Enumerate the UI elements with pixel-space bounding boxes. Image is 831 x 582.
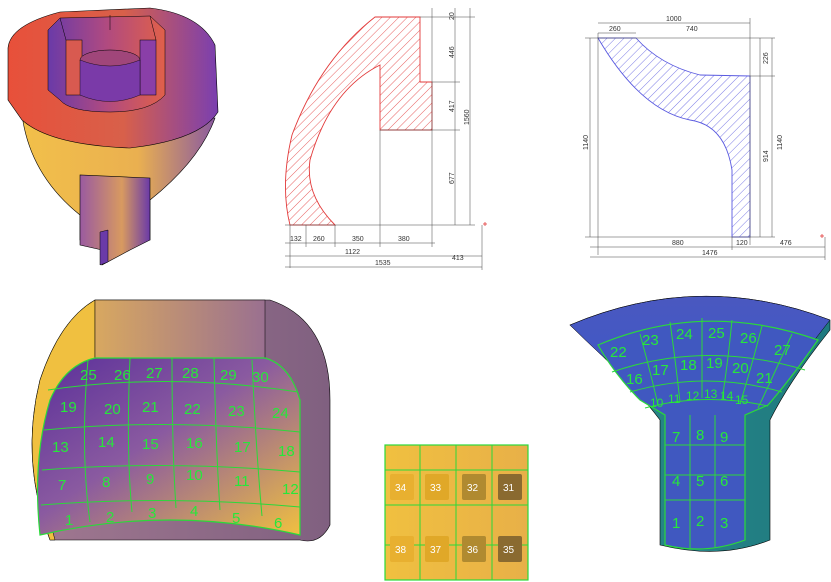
block-label-37: 37: [430, 545, 442, 556]
cell-label-25: 25: [80, 367, 97, 384]
cell-label-12: 12: [282, 481, 299, 498]
block-label-36: 36: [467, 545, 479, 556]
hatched-profile-blue: [597, 37, 751, 238]
cell-label-8: 8: [102, 474, 110, 491]
cell-r-18: 18: [680, 357, 697, 374]
dim-h-740: 740: [686, 26, 698, 33]
cell-label-23: 23: [228, 403, 245, 420]
cell-label-9: 9: [146, 471, 154, 488]
cell-r-15: 15: [735, 393, 749, 407]
cell-label-28: 28: [182, 365, 199, 382]
cell-r-17: 17: [652, 362, 669, 379]
drawing-right: 260 740 1000 880 120 476 1476 1140 226 9…: [583, 16, 826, 260]
block-label-31: 31: [503, 483, 515, 494]
cell-label-15: 15: [142, 436, 159, 453]
dim-h-1122: 1122: [345, 249, 360, 256]
cell-label-4: 4: [190, 503, 198, 520]
cell-r-26: 26: [740, 330, 757, 347]
cell-r-16: 16: [626, 371, 643, 388]
cell-r-9: 9: [720, 429, 728, 446]
cell-r-1: 1: [672, 515, 680, 532]
cell-label-7: 7: [58, 477, 66, 494]
dim-v-446: 446: [449, 46, 456, 58]
cell-r-7: 7: [672, 429, 680, 446]
cell-label-17: 17: [234, 439, 251, 456]
cell-r-8: 8: [696, 427, 704, 444]
cell-r-23: 23: [642, 332, 659, 349]
cell-r-6: 6: [720, 473, 728, 490]
cell-r-2: 2: [696, 513, 704, 530]
dim-v-20: 20: [449, 12, 456, 20]
cell-r-11: 11: [668, 392, 681, 406]
cell-label-18: 18: [278, 443, 295, 460]
cell-r-19: 19: [706, 355, 723, 372]
model-bottom-left: 1 2 3 4 5 6 7 8 9 10 11 12 13 14 15 16 1…: [31, 299, 331, 542]
cell-label-14: 14: [98, 434, 115, 451]
cell-label-3: 3: [148, 505, 156, 522]
cell-r-14: 14: [720, 389, 734, 403]
block-label-34: 34: [395, 483, 407, 494]
cell-label-2: 2: [106, 509, 114, 526]
cell-r-4: 4: [672, 473, 680, 490]
dim-h-476: 476: [780, 240, 792, 247]
cell-label-13: 13: [52, 439, 69, 456]
cell-r-21: 21: [756, 370, 773, 387]
dim-h-260: 260: [313, 236, 325, 243]
cell-label-10: 10: [186, 467, 203, 484]
dim-h-350: 350: [352, 236, 364, 243]
cell-label-5: 5: [232, 510, 240, 527]
dim-v-226: 226: [763, 52, 770, 64]
block-label-33: 33: [430, 483, 442, 494]
dim-v-1560: 1560: [464, 109, 471, 125]
cell-label-21: 21: [142, 399, 159, 416]
model-top-left: [7, 7, 219, 266]
dim-h-1000: 1000: [666, 16, 682, 23]
drawing-left: 132 260 350 380 1122 413 1535 20 446 417…: [285, 8, 487, 270]
dim-h-380: 380: [398, 236, 410, 243]
cell-label-20: 20: [104, 401, 121, 418]
cell-r-24: 24: [676, 326, 693, 343]
cell-r-12: 12: [686, 389, 700, 403]
dim-v-914: 914: [763, 150, 770, 162]
block-label-35: 35: [503, 545, 515, 556]
dim-h-1535: 1535: [375, 260, 391, 267]
block-label-32: 32: [467, 483, 479, 494]
cell-label-11: 11: [234, 473, 250, 490]
dim-h-120: 120: [736, 240, 748, 247]
cell-label-27: 27: [146, 365, 163, 382]
cell-label-30: 30: [252, 369, 269, 386]
cell-r-10: 10: [650, 396, 664, 410]
dim-h-1476: 1476: [702, 250, 718, 257]
cell-label-22: 22: [184, 401, 201, 418]
dim-h-413: 413: [452, 255, 464, 262]
hatched-profile-red: [285, 16, 433, 226]
block-label-38: 38: [395, 545, 407, 556]
cell-r-20: 20: [732, 360, 749, 377]
model-bottom-right: 1 2 3 4 5 6 7 8 9 10 11 12 13 14 15 16 1…: [569, 295, 831, 552]
cell-r-5: 5: [696, 473, 704, 490]
cell-r-25: 25: [708, 325, 725, 342]
dim-v-1140-left: 1140: [583, 135, 590, 150]
dim-h-260-b: 260: [609, 26, 621, 33]
cell-label-6: 6: [274, 515, 282, 532]
dim-v-1140-right: 1140: [777, 135, 784, 150]
cell-r-22: 22: [610, 344, 627, 361]
cell-label-16: 16: [186, 435, 203, 452]
cell-label-26: 26: [114, 367, 131, 384]
cell-r-13: 13: [704, 387, 718, 401]
dim-v-417: 417: [449, 100, 456, 112]
cell-r-27: 27: [774, 342, 791, 359]
block-panel: 34 33 32 31 38 37 36 35: [384, 444, 529, 581]
dim-v-677: 677: [449, 172, 456, 184]
cell-label-24: 24: [272, 405, 289, 422]
cell-r-3: 3: [720, 515, 728, 532]
cell-label-29: 29: [220, 367, 237, 384]
cell-label-19: 19: [60, 399, 77, 416]
dim-h-880: 880: [672, 240, 684, 247]
cell-label-1: 1: [65, 512, 73, 529]
dim-h-132: 132: [290, 236, 302, 243]
